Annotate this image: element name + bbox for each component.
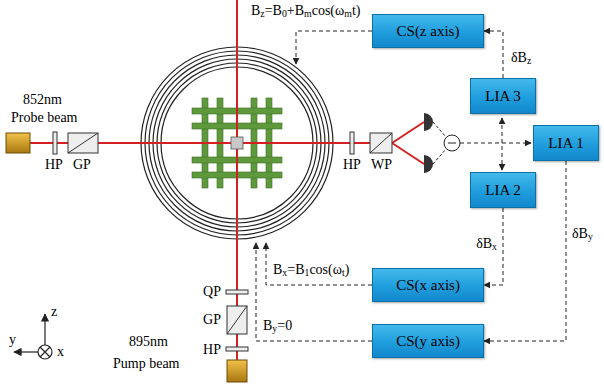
prism-face bbox=[68, 133, 98, 153]
annotation-label: y bbox=[8, 332, 17, 348]
instrument-box: LIA 2 bbox=[470, 172, 536, 208]
box-label: CS(y axis) bbox=[396, 333, 460, 350]
annotation-label: HP bbox=[202, 342, 222, 358]
half-wave-plate bbox=[350, 132, 354, 154]
annotation-label: Pump beam bbox=[112, 356, 181, 372]
quarter-wave-plate bbox=[226, 290, 248, 294]
annotation-label: GP bbox=[202, 312, 222, 328]
instrument-box: CS(y axis) bbox=[372, 324, 484, 358]
glan-prism bbox=[68, 133, 98, 153]
vapor-cell bbox=[231, 137, 243, 149]
instrument-box: LIA 3 bbox=[470, 78, 536, 114]
annotation-label: Bx=B1cos(ωt) bbox=[272, 262, 350, 278]
pump-laser bbox=[227, 360, 247, 382]
glan-prism bbox=[227, 306, 247, 334]
feedback-signal-label: δBy bbox=[571, 226, 594, 242]
probe-laser bbox=[6, 133, 30, 153]
instrument-box: LIA 1 bbox=[533, 125, 599, 161]
annotation-label: QP bbox=[202, 284, 222, 300]
annotation-label: GP bbox=[72, 157, 92, 173]
feedback-signal-label: δBx bbox=[475, 236, 498, 252]
annotation-label: By=0 bbox=[262, 318, 293, 334]
split-beams bbox=[392, 122, 424, 164]
prism-face bbox=[370, 133, 392, 153]
half-wave-plate bbox=[226, 347, 248, 351]
box-label: CS(z axis) bbox=[397, 23, 460, 40]
box-label: LIA 1 bbox=[548, 135, 583, 152]
annotation-label: WP bbox=[370, 157, 393, 173]
annotation-label: HP bbox=[342, 157, 362, 173]
box-label: LIA 3 bbox=[485, 88, 520, 105]
coil-feed-lines bbox=[256, 31, 372, 341]
signal-line bbox=[460, 143, 531, 144]
photodiode bbox=[424, 113, 433, 131]
feedback-signal-label: δBz bbox=[510, 50, 532, 66]
photodiode bbox=[424, 155, 433, 173]
annotation-label: 852nm bbox=[22, 92, 63, 108]
wollaston-prism bbox=[370, 133, 392, 153]
annotation-label: x bbox=[56, 344, 65, 360]
instrument-box: CS(x axis) bbox=[372, 268, 484, 302]
half-wave-plate bbox=[53, 132, 57, 154]
box-label: LIA 2 bbox=[485, 182, 520, 199]
balanced-subtractor bbox=[433, 122, 460, 164]
axes bbox=[14, 314, 52, 359]
box-label: CS(x axis) bbox=[396, 277, 460, 294]
signal-connector bbox=[484, 31, 503, 78]
instrument-box: CS(z axis) bbox=[372, 14, 484, 48]
annotation-label: Probe beam bbox=[10, 110, 78, 126]
annotation-label: z bbox=[50, 304, 58, 320]
signal-line bbox=[502, 118, 503, 170]
annotation-label: 895nm bbox=[128, 334, 169, 350]
annotation-label: Bz=B0+Bmcos(ωmt) bbox=[250, 3, 361, 19]
annotation-label: HP bbox=[44, 157, 64, 173]
prism-face bbox=[227, 306, 247, 334]
